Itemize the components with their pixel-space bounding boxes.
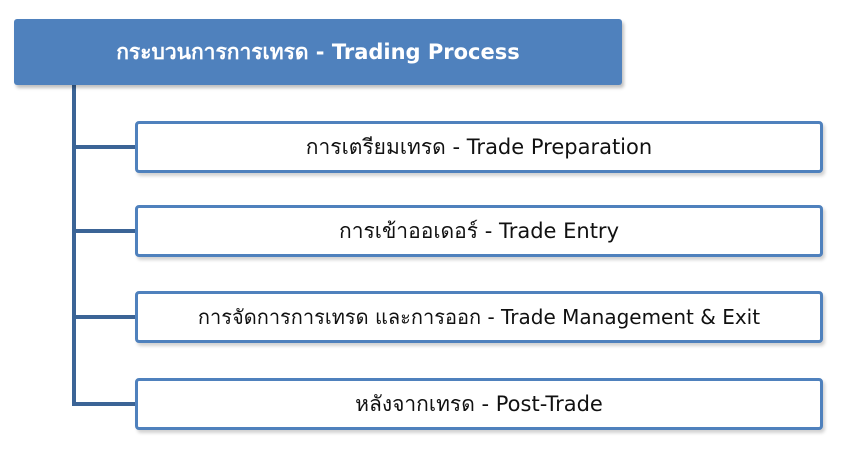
step-trade-entry: การเข้าออเดอร์ - Trade Entry — [135, 205, 823, 257]
process-title-box: กระบวนการการเทรด - Trading Process — [14, 19, 622, 85]
step-trade-management-exit: การจัดการการเทรด และการออก - Trade Manag… — [135, 291, 823, 343]
connector-branch-2 — [72, 229, 136, 233]
connector-branch-1 — [72, 145, 136, 149]
connector-trunk — [72, 85, 76, 406]
step-trade-preparation: การเตรียมเทรด - Trade Preparation — [135, 121, 823, 173]
step-post-trade: หลังจากเทรด - Post-Trade — [135, 378, 823, 430]
connector-branch-3 — [72, 315, 136, 319]
connector-branch-4 — [72, 402, 136, 406]
